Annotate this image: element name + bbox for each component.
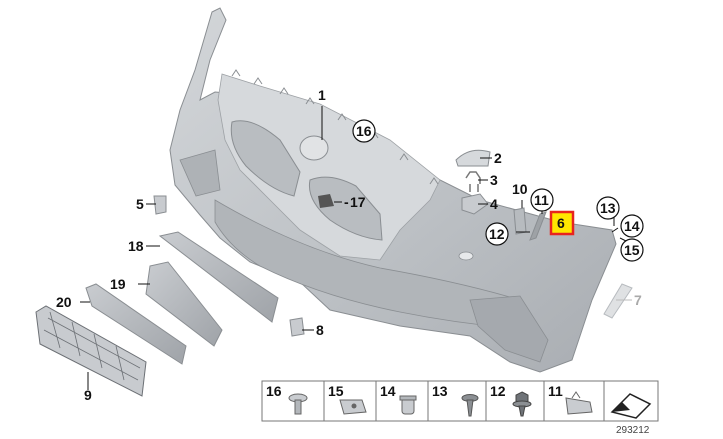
part-19-plate-base [145, 261, 223, 347]
callout-3: 3 [490, 172, 498, 188]
callout-17-dash: - [344, 194, 349, 210]
bumper-cover [169, 7, 617, 373]
part-17 [318, 194, 334, 208]
part-5 [153, 195, 167, 215]
callout-14-circle: 14 [620, 214, 644, 238]
callout-16: 16 [356, 123, 372, 139]
legend-num-13: 13 [432, 383, 448, 399]
callout-17: 17 [350, 194, 366, 210]
callout-4: 4 [490, 196, 498, 212]
part-11 [529, 211, 547, 241]
part-18-plate-bracket [158, 231, 279, 323]
screw-with-washer-icon [512, 391, 532, 417]
callout-7: 7 [634, 292, 642, 308]
legend-num-14: 14 [380, 383, 396, 399]
part-9-grille [35, 305, 147, 397]
legend-num-16: 16 [266, 383, 282, 399]
callout-11-circle: 11 [530, 188, 554, 212]
callout-10: 10 [512, 181, 528, 197]
callout-12: 12 [489, 226, 505, 242]
legend-num-15: 15 [328, 383, 344, 399]
callout-15: 15 [624, 242, 640, 258]
callout-14: 14 [624, 218, 640, 234]
part-8 [289, 317, 305, 337]
part-3-clip [465, 171, 481, 192]
callout-9: 9 [84, 387, 92, 403]
callout-6[interactable]: 6 [557, 215, 565, 231]
reference-number: 293212 [616, 425, 650, 436]
callout-20: 20 [56, 294, 72, 310]
callout-8: 8 [316, 322, 324, 338]
leader-lines [80, 106, 633, 390]
push-rivet-icon [288, 393, 308, 415]
legend-num-12: 12 [490, 383, 506, 399]
part-2-cap [455, 149, 491, 167]
callout-15-circle: 15 [620, 238, 644, 262]
part-10 [513, 207, 527, 235]
callout-11: 11 [534, 192, 549, 208]
callout-18: 18 [128, 238, 144, 254]
part-7-reflector [603, 283, 633, 319]
callout-12-circle: 12 [485, 222, 509, 246]
clip-nut-icon [339, 399, 367, 415]
callout-1: 1 [318, 87, 326, 103]
part-20-plate-holder [85, 283, 187, 365]
part-4-bracket [461, 193, 489, 215]
expanding-nut-icon [399, 395, 417, 415]
legend-num-11: 11 [548, 383, 563, 399]
fastener-legend: 16 15 14 13 12 11 [261, 380, 659, 422]
bracket-clip-icon [565, 391, 593, 415]
callout-13-circle: 13 [596, 196, 620, 220]
callout-6-highlight[interactable] [549, 210, 575, 236]
callout-2: 2 [494, 150, 502, 166]
callout-5: 5 [136, 196, 144, 212]
screw-icon [461, 394, 479, 417]
arrow-pointer-icon [610, 393, 652, 419]
callout-16-circle: 16 [352, 119, 376, 143]
callout-19: 19 [110, 276, 126, 292]
callout-13: 13 [600, 200, 616, 216]
